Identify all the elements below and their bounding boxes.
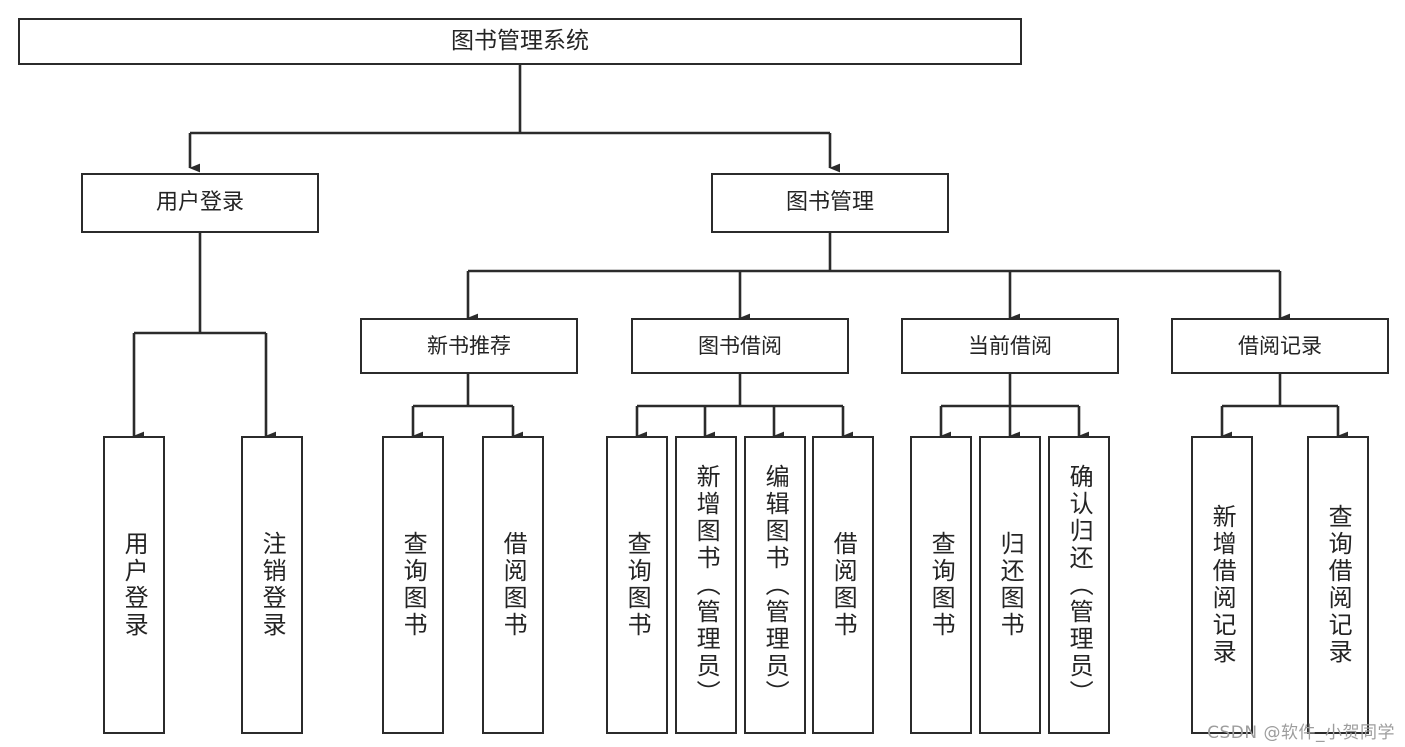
node-label: 确认归还（管理员） [1065, 463, 1094, 707]
node-label: 当前借阅 [968, 333, 1052, 358]
leaf-user-login-logout[interactable]: 注销登录 [241, 436, 303, 734]
node-label: 查询图书 [623, 531, 652, 639]
node-label: 借阅记录 [1238, 333, 1322, 358]
leaf-current-borrow-query-book[interactable]: 查询图书 [910, 436, 972, 734]
node-label: 归还图书 [996, 531, 1025, 639]
leaf-new-book-borrow-book[interactable]: 借阅图书 [482, 436, 544, 734]
leaf-book-borrow-edit-book-admin[interactable]: 编辑图书（管理员） [744, 436, 806, 734]
node-label: 图书借阅 [698, 333, 782, 358]
leaf-current-borrow-confirm-return-admin[interactable]: 确认归还（管理员） [1048, 436, 1110, 734]
node-label: 借阅图书 [499, 531, 528, 639]
leaf-user-login-login[interactable]: 用户登录 [103, 436, 165, 734]
leaf-book-borrow-add-book-admin[interactable]: 新增图书（管理员） [675, 436, 737, 734]
node-label: 编辑图书（管理员） [761, 463, 790, 707]
node-root-book-management-system[interactable]: 图书管理系统 [18, 18, 1022, 65]
leaf-new-book-query-book[interactable]: 查询图书 [382, 436, 444, 734]
node-label: 借阅图书 [829, 531, 858, 639]
node-book-borrow[interactable]: 图书借阅 [631, 318, 849, 374]
node-label: 用户登录 [155, 190, 244, 216]
node-borrow-record[interactable]: 借阅记录 [1171, 318, 1389, 374]
node-label: 图书管理 [785, 190, 874, 216]
node-label: 注销登录 [258, 531, 287, 639]
node-label: 查询图书 [927, 531, 956, 639]
leaf-borrow-record-query-record[interactable]: 查询借阅记录 [1307, 436, 1369, 734]
leaf-book-borrow-query-book[interactable]: 查询图书 [606, 436, 668, 734]
node-label: 新增借阅记录 [1208, 504, 1237, 666]
node-book-management[interactable]: 图书管理 [711, 173, 949, 233]
node-label: 用户登录 [120, 531, 149, 639]
node-new-book-recommend[interactable]: 新书推荐 [360, 318, 578, 374]
watermark-text: CSDN @软件_小贺同学 [1207, 723, 1395, 743]
node-label: 查询图书 [399, 531, 428, 639]
leaf-current-borrow-return-book[interactable]: 归还图书 [979, 436, 1041, 734]
node-label: 图书管理系统 [451, 27, 589, 54]
node-current-borrow[interactable]: 当前借阅 [901, 318, 1119, 374]
node-label: 新书推荐 [427, 333, 511, 358]
leaf-book-borrow-borrow-book[interactable]: 借阅图书 [812, 436, 874, 734]
node-label: 新增图书（管理员） [692, 463, 721, 707]
leaf-borrow-record-add-record[interactable]: 新增借阅记录 [1191, 436, 1253, 734]
node-user-login[interactable]: 用户登录 [81, 173, 319, 233]
node-label: 查询借阅记录 [1324, 504, 1353, 666]
